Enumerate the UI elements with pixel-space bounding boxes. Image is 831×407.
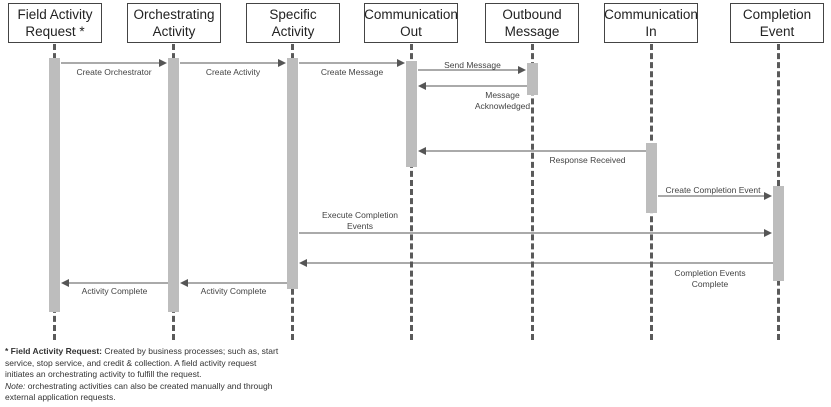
activation-bar-field-activity-request bbox=[49, 58, 60, 312]
activation-bar-outbound-message bbox=[527, 63, 538, 95]
label-send-message: Send Message bbox=[444, 60, 501, 70]
label-create-activity: Create Activity bbox=[205, 67, 261, 77]
participant-communication-out: Communication Out bbox=[364, 3, 458, 43]
label-create-orchestrator: Create Orchestrator bbox=[76, 67, 152, 77]
participant-specific-activity: Specific Activity bbox=[246, 3, 340, 43]
lifeline-outbound-message bbox=[531, 44, 534, 340]
participant-orchestrating-activity: Orchestrating Activity bbox=[127, 3, 221, 43]
label-execute-completion-events: Execute Completion Events bbox=[321, 210, 399, 231]
participant-field-activity-request: Field Activity Request * bbox=[8, 3, 102, 43]
activation-bar-communication-in bbox=[646, 143, 657, 213]
label-create-message: Create Message bbox=[320, 67, 384, 77]
activation-bar-orchestrating-activity bbox=[168, 58, 179, 312]
activation-bar-communication-out bbox=[406, 61, 417, 167]
label-completion-events-complete: Completion Events Complete bbox=[674, 268, 746, 289]
label-activity-complete-field-request: Activity Complete bbox=[81, 286, 148, 296]
participant-outbound-message: Outbound Message bbox=[485, 3, 579, 43]
lifeline-communication-out bbox=[410, 44, 413, 340]
footnote-note-label: Note: bbox=[5, 380, 26, 391]
participant-communication-in: Communication In bbox=[604, 3, 698, 43]
footnote-note-body: orchestrating activities can also be cre… bbox=[5, 380, 273, 403]
activation-bar-completion-event bbox=[773, 186, 784, 281]
label-message-acknowledged: Message Acknowledged bbox=[474, 90, 531, 111]
footnote-title: * Field Activity Request: bbox=[5, 346, 102, 356]
participant-completion-event: Completion Event bbox=[730, 3, 824, 43]
footnote-body: Created by business processes; such as, … bbox=[5, 346, 279, 379]
label-activity-complete-orchestrating: Activity Complete bbox=[200, 286, 267, 296]
activation-bar-specific-activity bbox=[287, 58, 298, 289]
footnote: * Field Activity Request: Created by bus… bbox=[5, 346, 280, 404]
label-create-completion-event: Create Completion Event bbox=[665, 185, 761, 195]
label-response-received: Response Received bbox=[549, 155, 626, 165]
